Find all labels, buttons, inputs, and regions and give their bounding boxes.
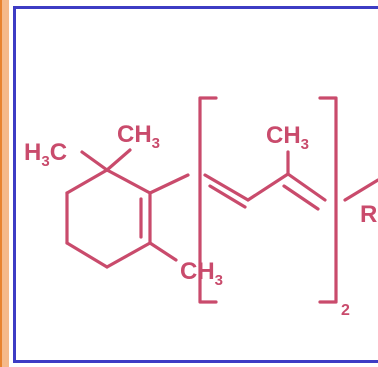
structure-panel — [13, 6, 378, 363]
label-h3c: H3C — [24, 139, 67, 170]
label-ch3-top: CH3 — [117, 121, 160, 152]
ring-bond-bottom-left — [65, 241, 109, 269]
right-bracket — [318, 96, 338, 304]
chain-single-bond — [246, 172, 290, 202]
label-ch3-chain: CH3 — [266, 122, 309, 153]
chain-attach-bond — [148, 173, 190, 195]
chain-double-bond-1 — [203, 173, 250, 202]
bracket-subscript: 2 — [341, 302, 350, 319]
left-margin-strip — [0, 0, 9, 367]
ring-bond-top-left — [65, 168, 109, 195]
r-bond — [343, 178, 378, 202]
chain-double-bond-2 — [286, 172, 327, 202]
methyl-bond-top — [105, 148, 132, 172]
ring-bond-bottom-right — [105, 241, 152, 269]
chain-double-bond-1-inner — [208, 184, 247, 209]
ring-bond-top-right — [105, 168, 152, 195]
left-margin-line — [0, 0, 2, 367]
left-bracket — [198, 96, 218, 304]
label-r-group: R — [360, 201, 377, 228]
label-ch3-bottom: CH3 — [180, 258, 223, 289]
methyl-bond-left — [80, 150, 109, 172]
methyl-bond-bottom — [148, 241, 178, 262]
chain-double-bond-2-inner — [282, 184, 320, 211]
